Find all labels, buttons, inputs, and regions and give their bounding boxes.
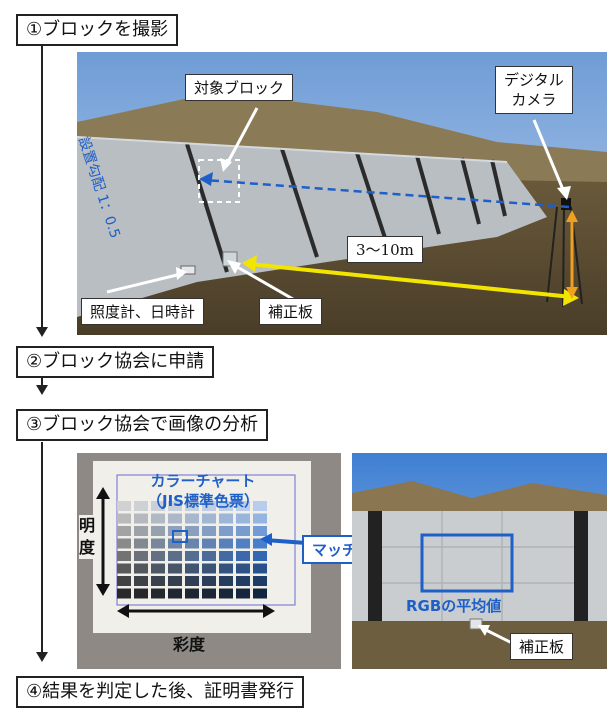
color-swatch — [185, 538, 199, 549]
photo-rgb-wall: RGBの平均値 補正板 — [352, 453, 607, 669]
saturation-label: 彩度 — [173, 635, 206, 654]
color-swatch — [185, 526, 199, 536]
color-swatch — [236, 501, 250, 511]
color-swatch — [168, 588, 182, 599]
color-swatch — [117, 538, 131, 549]
color-swatch — [202, 576, 216, 586]
step-3-box: ③ブロック協会で画像の分析 — [16, 409, 269, 441]
color-swatch — [185, 501, 199, 511]
color-swatch — [151, 501, 165, 511]
correction-board-label-2: 補正板 — [510, 633, 574, 660]
color-swatch — [202, 563, 216, 574]
color-swatch — [117, 551, 131, 561]
color-chart-title: カラーチャート （JIS標準色票） — [147, 471, 259, 511]
color-swatch — [168, 513, 182, 524]
distance-label: 3～10m — [347, 236, 423, 263]
color-swatch — [219, 563, 233, 574]
color-swatch — [151, 526, 165, 536]
step-4-box: ④結果を判定した後、証明書発行 — [16, 676, 305, 708]
color-swatch — [134, 501, 148, 511]
color-swatch — [168, 551, 182, 561]
color-swatch — [134, 588, 148, 599]
flow-arrow-3 — [36, 652, 48, 662]
color-swatch — [219, 526, 233, 536]
photo-block-shooting: 対象ブロック デジタル カメラ 設置勾配 1：0.5 3～10m 照度計、日時計… — [77, 52, 607, 335]
color-swatch — [134, 551, 148, 561]
color-swatch — [134, 538, 148, 549]
rgb-average-label: RGBの平均値 — [406, 597, 502, 615]
color-swatch — [185, 513, 199, 524]
photo-color-chart: カラーチャート （JIS標準色票） 明度 彩度 — [77, 453, 341, 669]
color-swatch — [253, 576, 267, 586]
color-swatch — [236, 538, 250, 549]
color-swatch — [253, 588, 267, 599]
camera-label-line2: カメラ — [511, 91, 557, 109]
color-swatch — [168, 538, 182, 549]
color-swatch — [236, 513, 250, 524]
color-swatch — [151, 551, 165, 561]
flow-line-3 — [41, 442, 43, 652]
color-swatch — [219, 551, 233, 561]
color-swatch — [185, 576, 199, 586]
color-swatch — [253, 501, 267, 511]
color-swatch — [151, 513, 165, 524]
color-swatch — [219, 588, 233, 599]
color-swatch — [185, 588, 199, 599]
color-swatch — [202, 551, 216, 561]
color-swatch — [219, 576, 233, 586]
color-swatch — [202, 501, 216, 511]
color-swatch — [219, 501, 233, 511]
color-swatch — [202, 538, 216, 549]
color-swatch — [253, 563, 267, 574]
color-swatch — [202, 526, 216, 536]
step-2-box: ②ブロック協会に申請 — [16, 346, 215, 378]
color-swatch — [236, 551, 250, 561]
color-swatch — [185, 563, 199, 574]
correction-board-label: 補正板 — [259, 298, 323, 325]
color-swatch — [236, 526, 250, 536]
color-swatch — [117, 501, 131, 511]
color-chart-title-line1: カラーチャート — [150, 472, 256, 490]
brightness-label: 明度 — [79, 515, 97, 559]
color-swatch — [134, 513, 148, 524]
color-swatch — [168, 576, 182, 586]
color-swatch — [134, 526, 148, 536]
color-swatch — [117, 588, 131, 599]
illuminance-meter-label: 照度計、日時計 — [81, 298, 205, 325]
color-swatch — [117, 576, 131, 586]
color-swatch — [219, 538, 233, 549]
color-swatch — [202, 588, 216, 599]
color-swatch — [219, 513, 233, 524]
flow-line-2 — [41, 378, 43, 388]
color-swatch — [253, 538, 267, 549]
color-swatch — [253, 551, 267, 561]
step-1-box: ①ブロックを撮影 — [16, 14, 179, 46]
camera-label: デジタル カメラ — [495, 66, 573, 114]
color-swatch — [168, 563, 182, 574]
color-swatch — [236, 576, 250, 586]
color-swatch — [151, 538, 165, 549]
color-swatch — [202, 513, 216, 524]
camera-label-line1: デジタル — [504, 71, 564, 89]
color-swatch — [236, 588, 250, 599]
flow-arrow-1 — [36, 327, 48, 337]
color-swatch — [151, 563, 165, 574]
flow-arrow-2 — [36, 385, 48, 395]
color-swatch — [168, 501, 182, 511]
color-swatch — [134, 563, 148, 574]
color-swatch — [117, 563, 131, 574]
color-swatch — [151, 576, 165, 586]
color-swatch — [151, 588, 165, 599]
color-swatch — [117, 526, 131, 536]
target-block-label: 対象ブロック — [185, 74, 294, 101]
color-swatch — [134, 576, 148, 586]
color-swatch — [185, 551, 199, 561]
color-swatch — [253, 513, 267, 524]
color-swatch — [236, 563, 250, 574]
color-swatch — [253, 526, 267, 536]
flow-line-1 — [41, 44, 43, 327]
color-chart-title-line2: （JIS標準色票） — [147, 492, 259, 510]
color-chart-illustration — [77, 453, 341, 669]
color-swatch — [117, 513, 131, 524]
